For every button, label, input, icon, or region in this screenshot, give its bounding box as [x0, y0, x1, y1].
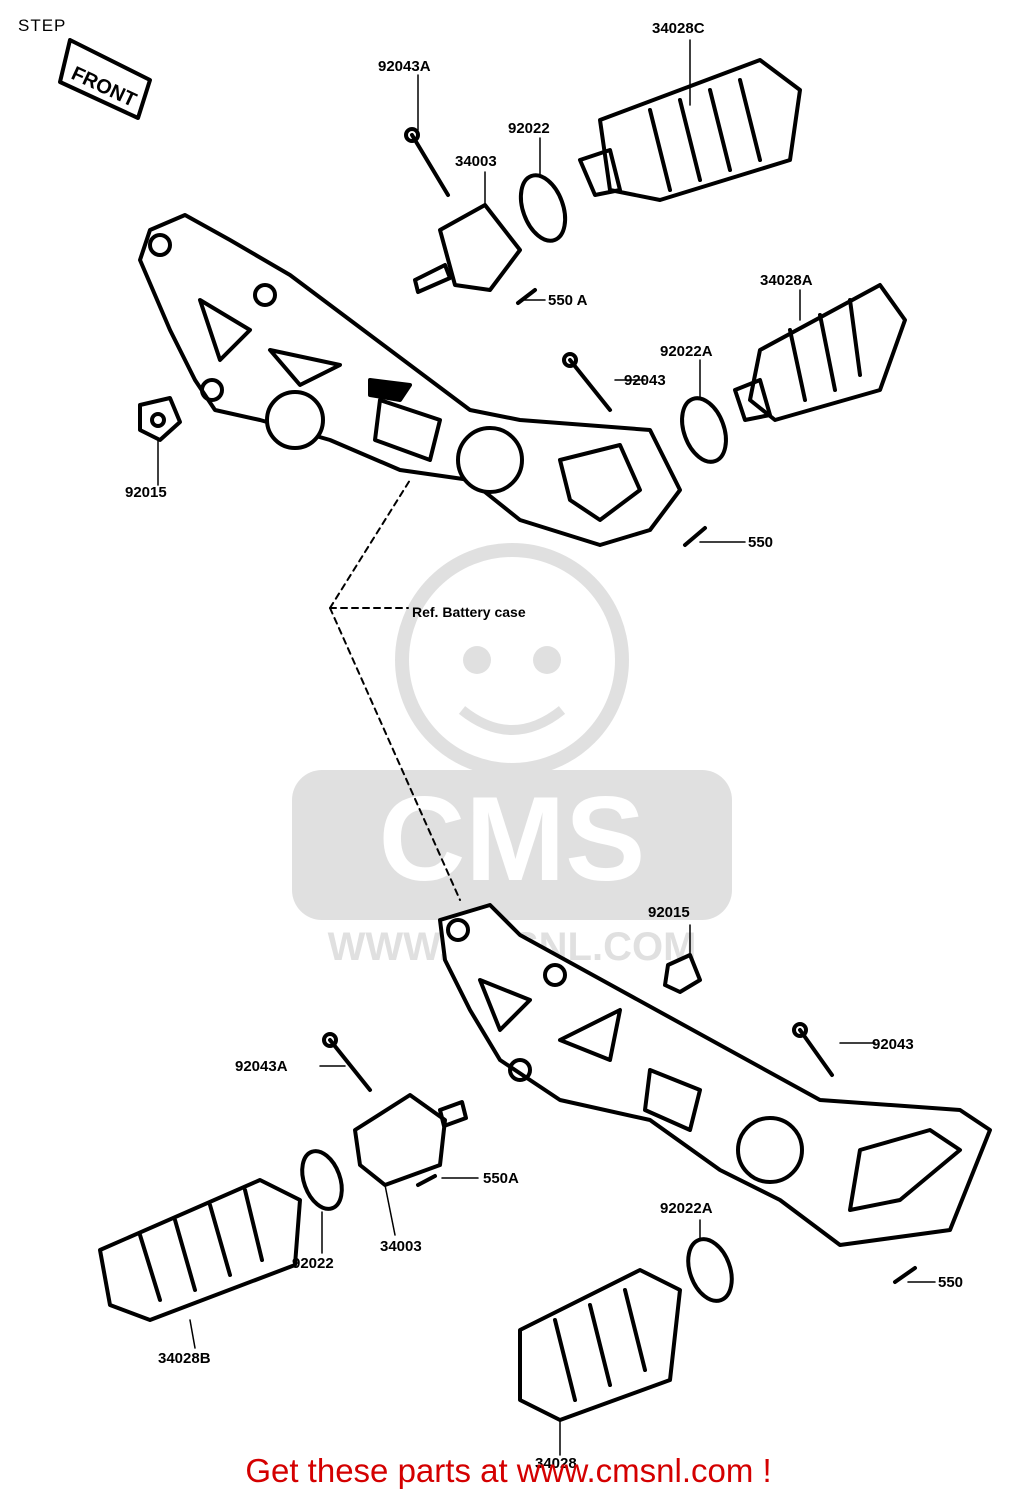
lower-bolt-92043A	[322, 1032, 372, 1092]
part-label-92043A-bottom: 92043A	[235, 1058, 288, 1075]
page-title: STEP	[18, 16, 67, 35]
part-label-92022A-bottom: 92022A	[660, 1200, 713, 1217]
part-label-92022A-top: 92022A	[660, 343, 713, 360]
get-parts-link[interactable]: Get these parts at www.cmsnl.com !	[245, 1452, 772, 1489]
part-label-34028A: 34028A	[760, 272, 813, 289]
part-label-92043-top: 92043	[624, 372, 666, 389]
part-label-34028C: 34028C	[652, 20, 705, 37]
reference-note: Ref. Battery case	[412, 604, 526, 620]
lower-pin-550A	[416, 1174, 437, 1187]
lower-holder-34003	[353, 1093, 468, 1187]
upper-holder-34003	[413, 203, 522, 294]
part-label-92015-top: 92015	[125, 484, 167, 501]
part-label-550-bottom: 550	[938, 1274, 964, 1291]
part-label-34028B: 34028B	[158, 1350, 211, 1367]
upper-footpeg-34028C	[578, 58, 802, 202]
lower-footpeg-34028	[518, 1268, 682, 1422]
lower-pin-550	[893, 1266, 917, 1284]
lower-nut-92015	[663, 953, 702, 994]
lower-bolt-92043	[792, 1022, 834, 1077]
part-label-92043-bottom: 92043	[872, 1036, 914, 1053]
lower-washer-92022	[300, 1149, 344, 1211]
part-label-550A-bottom: 550A	[483, 1170, 519, 1187]
upper-washer-92022A	[680, 396, 728, 464]
lower-step-bracket	[438, 903, 992, 1247]
upper-nut-92015	[138, 396, 182, 442]
upper-bolt-92043A	[404, 127, 450, 197]
lower-washer-92022A	[686, 1237, 734, 1303]
upper-footpeg-34028A	[733, 283, 907, 422]
part-label-92022-bottom: 92022	[292, 1255, 334, 1272]
part-label-550-top: 550	[748, 534, 774, 551]
upper-pin-550A	[516, 288, 537, 305]
front-arrow-marker: FRONT	[58, 38, 152, 120]
watermark-brand: CMS	[379, 772, 646, 906]
part-label-34003-bottom: 34003	[380, 1238, 422, 1255]
part-label-92043A-top: 92043A	[378, 58, 431, 75]
part-label-550A-top: 550 A	[548, 292, 588, 309]
upper-bolt-92043	[562, 352, 612, 412]
part-label-34003-top: 34003	[455, 153, 497, 170]
part-label-92015-bottom: 92015	[648, 904, 690, 921]
upper-washer-92022	[518, 173, 568, 243]
upper-step-bracket	[138, 213, 682, 547]
lower-footpeg-34028B	[98, 1178, 302, 1322]
upper-pin-550	[683, 526, 707, 547]
part-label-92022-top: 92022	[508, 120, 550, 137]
part-label-34028: 34028	[535, 1455, 577, 1472]
